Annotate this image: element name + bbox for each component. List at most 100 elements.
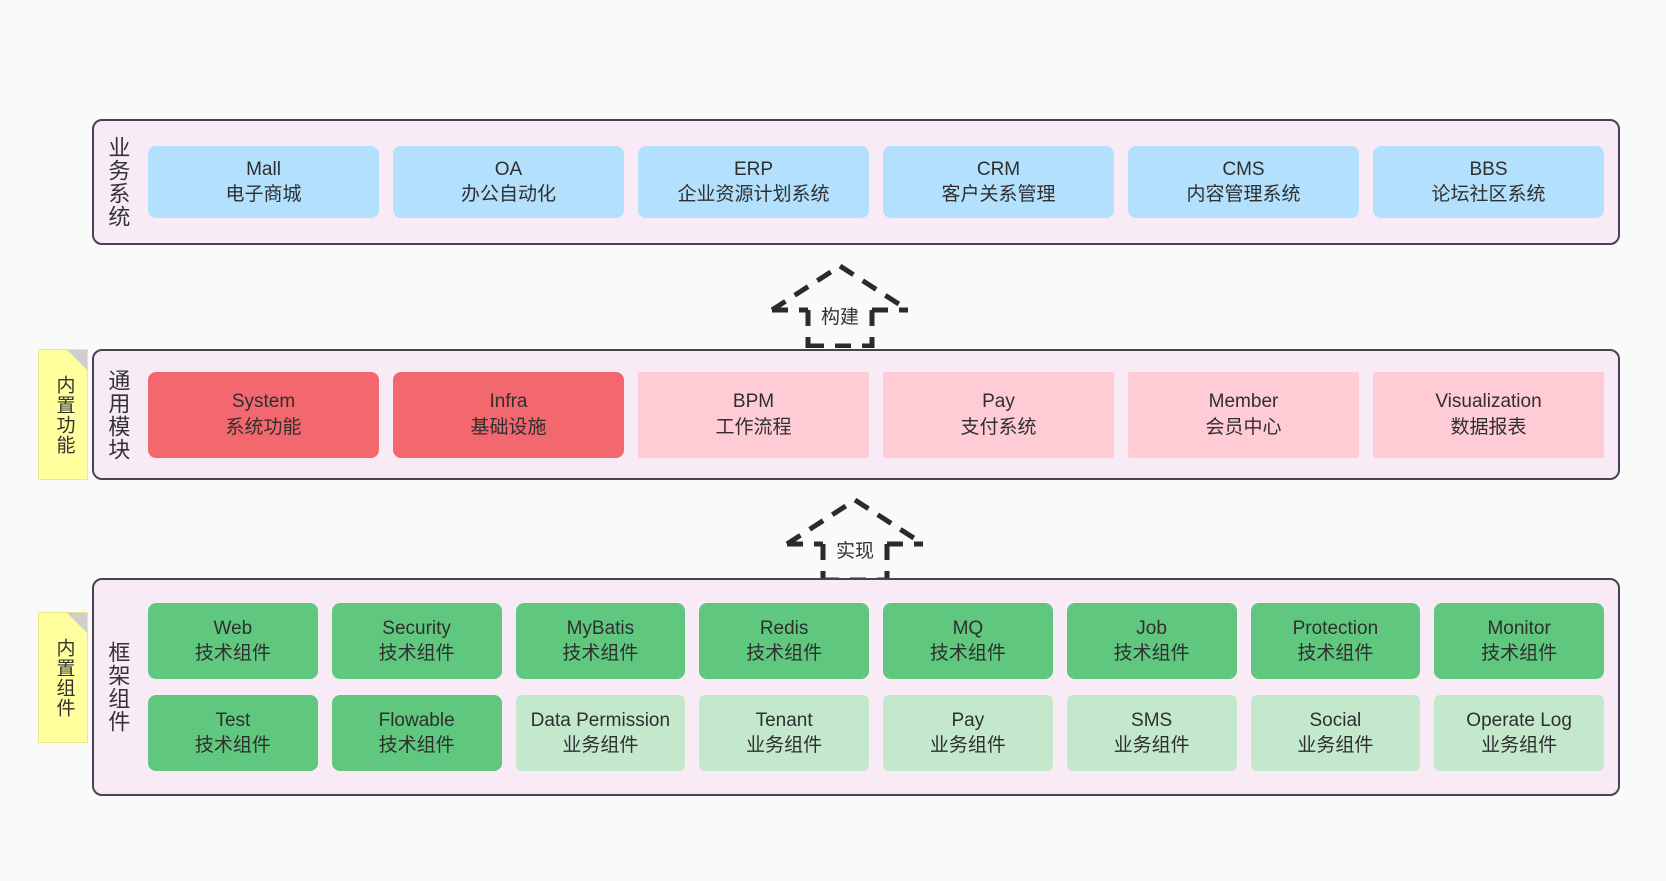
node-title: ERP	[733, 158, 774, 180]
node-title: Monitor	[1487, 617, 1551, 639]
layer-common-modules[interactable]: 通用模块 System 系统功能 Infra 基础设施 BPM 工作流程 Pay…	[92, 349, 1620, 480]
note-builtin-features: 内置功能	[38, 349, 88, 480]
node-title: BBS	[1469, 158, 1508, 180]
node-subtitle: 技术组件	[378, 735, 455, 756]
node-title: Security	[382, 617, 451, 639]
node-title: Data Permission	[530, 709, 671, 731]
node-security[interactable]: Security 技术组件	[331, 603, 502, 679]
layer-body-business-systems: Mall 电子商城 OA 办公自动化 ERP 企业资源计划系统 CRM 客户关系…	[140, 121, 1618, 243]
node-title: Test	[215, 709, 251, 731]
node-subtitle: 工作流程	[715, 416, 792, 438]
node-title: Job	[1136, 617, 1167, 639]
node-erp[interactable]: ERP 企业资源计划系统	[638, 146, 869, 218]
node-oa[interactable]: OA 办公自动化	[393, 146, 624, 218]
node-subtitle: 系统功能	[225, 416, 302, 438]
node-title: OA	[494, 158, 523, 180]
node-subtitle: 会员中心	[1205, 416, 1282, 438]
node-system[interactable]: System 系统功能	[148, 371, 379, 458]
node-sms[interactable]: SMS 业务组件	[1066, 695, 1237, 771]
node-title: Pay	[982, 391, 1015, 413]
node-data-permission[interactable]: Data Permission 业务组件	[515, 695, 686, 771]
node-pay-biz[interactable]: Pay 业务组件	[883, 695, 1053, 771]
arrow-implement-label: 实现	[835, 541, 874, 562]
node-title: Operate Log	[1466, 709, 1572, 731]
node-subtitle: 电子商城	[225, 184, 302, 205]
node-subtitle: 企业资源计划系统	[677, 184, 830, 205]
node-mall[interactable]: Mall 电子商城	[148, 146, 379, 218]
node-title: Flowable	[378, 709, 455, 731]
node-subtitle: 内容管理系统	[1186, 184, 1301, 205]
node-title: Web	[213, 617, 253, 639]
node-protection[interactable]: Protection 技术组件	[1250, 603, 1421, 679]
node-tenant[interactable]: Tenant 业务组件	[699, 695, 869, 771]
node-flowable[interactable]: Flowable 技术组件	[331, 695, 502, 771]
node-title: Redis	[759, 617, 809, 639]
node-subtitle: 技术组件	[929, 643, 1006, 664]
node-subtitle: 业务组件	[1481, 735, 1558, 756]
node-subtitle: 论坛社区系统	[1431, 184, 1546, 205]
node-subtitle: 基础设施	[470, 416, 547, 438]
layer-label-business-systems: 业务系统	[105, 136, 131, 228]
node-infra[interactable]: Infra 基础设施	[393, 371, 624, 458]
node-redis[interactable]: Redis 技术组件	[699, 603, 869, 679]
node-subtitle: 客户关系管理	[941, 184, 1056, 205]
node-visualization[interactable]: Visualization 数据报表	[1373, 371, 1604, 458]
arrow-build: 构建	[750, 258, 930, 349]
note-text: 内置功能	[53, 374, 75, 455]
node-subtitle: 支付系统	[960, 416, 1037, 438]
node-mybatis[interactable]: MyBatis 技术组件	[515, 603, 686, 679]
layer-body-framework-components: Web 技术组件 Security 技术组件 MyBatis 技术组件 Redi…	[140, 580, 1618, 794]
node-pay[interactable]: Pay 支付系统	[883, 371, 1114, 458]
node-title: System	[231, 391, 296, 413]
node-subtitle: 技术组件	[194, 735, 271, 756]
node-crm[interactable]: CRM 客户关系管理	[883, 146, 1114, 218]
node-subtitle: 业务组件	[1113, 735, 1190, 756]
node-title: Social	[1309, 709, 1362, 731]
layer-row: Test 技术组件 Flowable 技术组件 Data Permission …	[148, 695, 1604, 771]
node-bbs[interactable]: BBS 论坛社区系统	[1373, 146, 1604, 218]
node-subtitle: 技术组件	[378, 643, 455, 664]
node-monitor[interactable]: Monitor 技术组件	[1434, 603, 1604, 679]
layer-label-framework-components: 框架组件	[105, 641, 131, 733]
arrow-build-label: 构建	[820, 307, 859, 328]
node-title: Member	[1208, 391, 1279, 413]
node-title: Pay	[951, 709, 985, 731]
node-title: MQ	[952, 617, 984, 639]
node-subtitle: 业务组件	[562, 735, 639, 756]
node-mq[interactable]: MQ 技术组件	[883, 603, 1053, 679]
node-subtitle: 技术组件	[1481, 643, 1558, 664]
node-member[interactable]: Member 会员中心	[1128, 371, 1359, 458]
node-subtitle: 业务组件	[746, 735, 823, 756]
layer-business-systems[interactable]: 业务系统 Mall 电子商城 OA 办公自动化 ERP 企业资源计划系统 CRM…	[92, 119, 1620, 245]
node-subtitle: 技术组件	[746, 643, 823, 664]
note-fold-icon	[67, 613, 87, 633]
node-title: SMS	[1131, 709, 1173, 731]
node-social[interactable]: Social 业务组件	[1250, 695, 1421, 771]
node-web[interactable]: Web 技术组件	[148, 603, 318, 679]
node-operate-log[interactable]: Operate Log 业务组件	[1434, 695, 1604, 771]
node-title: Protection	[1292, 617, 1379, 639]
node-subtitle: 技术组件	[1297, 643, 1374, 664]
layer-row: Web 技术组件 Security 技术组件 MyBatis 技术组件 Redi…	[148, 603, 1604, 679]
node-test[interactable]: Test 技术组件	[148, 695, 318, 771]
note-fold-icon	[67, 350, 87, 370]
layer-row: Mall 电子商城 OA 办公自动化 ERP 企业资源计划系统 CRM 客户关系…	[148, 146, 1604, 218]
node-subtitle: 数据报表	[1450, 416, 1527, 438]
node-subtitle: 办公自动化	[460, 184, 556, 205]
node-subtitle: 业务组件	[1297, 735, 1374, 756]
node-bpm[interactable]: BPM 工作流程	[638, 371, 869, 458]
node-job[interactable]: Job 技术组件	[1066, 603, 1237, 679]
node-subtitle: 技术组件	[194, 643, 271, 664]
node-subtitle: 业务组件	[929, 735, 1006, 756]
node-title: Mall	[246, 158, 281, 180]
arrow-build-icon	[770, 263, 910, 349]
layer-framework-components[interactable]: 框架组件 Web 技术组件 Security 技术组件 MyBatis 技术组件…	[92, 578, 1620, 796]
node-title: CMS	[1222, 158, 1265, 180]
node-cms[interactable]: CMS 内容管理系统	[1128, 146, 1359, 218]
node-title: MyBatis	[566, 617, 635, 639]
layer-body-common-modules: System 系统功能 Infra 基础设施 BPM 工作流程 Pay 支付系统…	[140, 351, 1618, 478]
layer-label-common-modules: 通用模块	[105, 368, 131, 461]
arrow-implement: 实现	[765, 492, 945, 583]
layer-row: System 系统功能 Infra 基础设施 BPM 工作流程 Pay 支付系统…	[148, 371, 1604, 458]
